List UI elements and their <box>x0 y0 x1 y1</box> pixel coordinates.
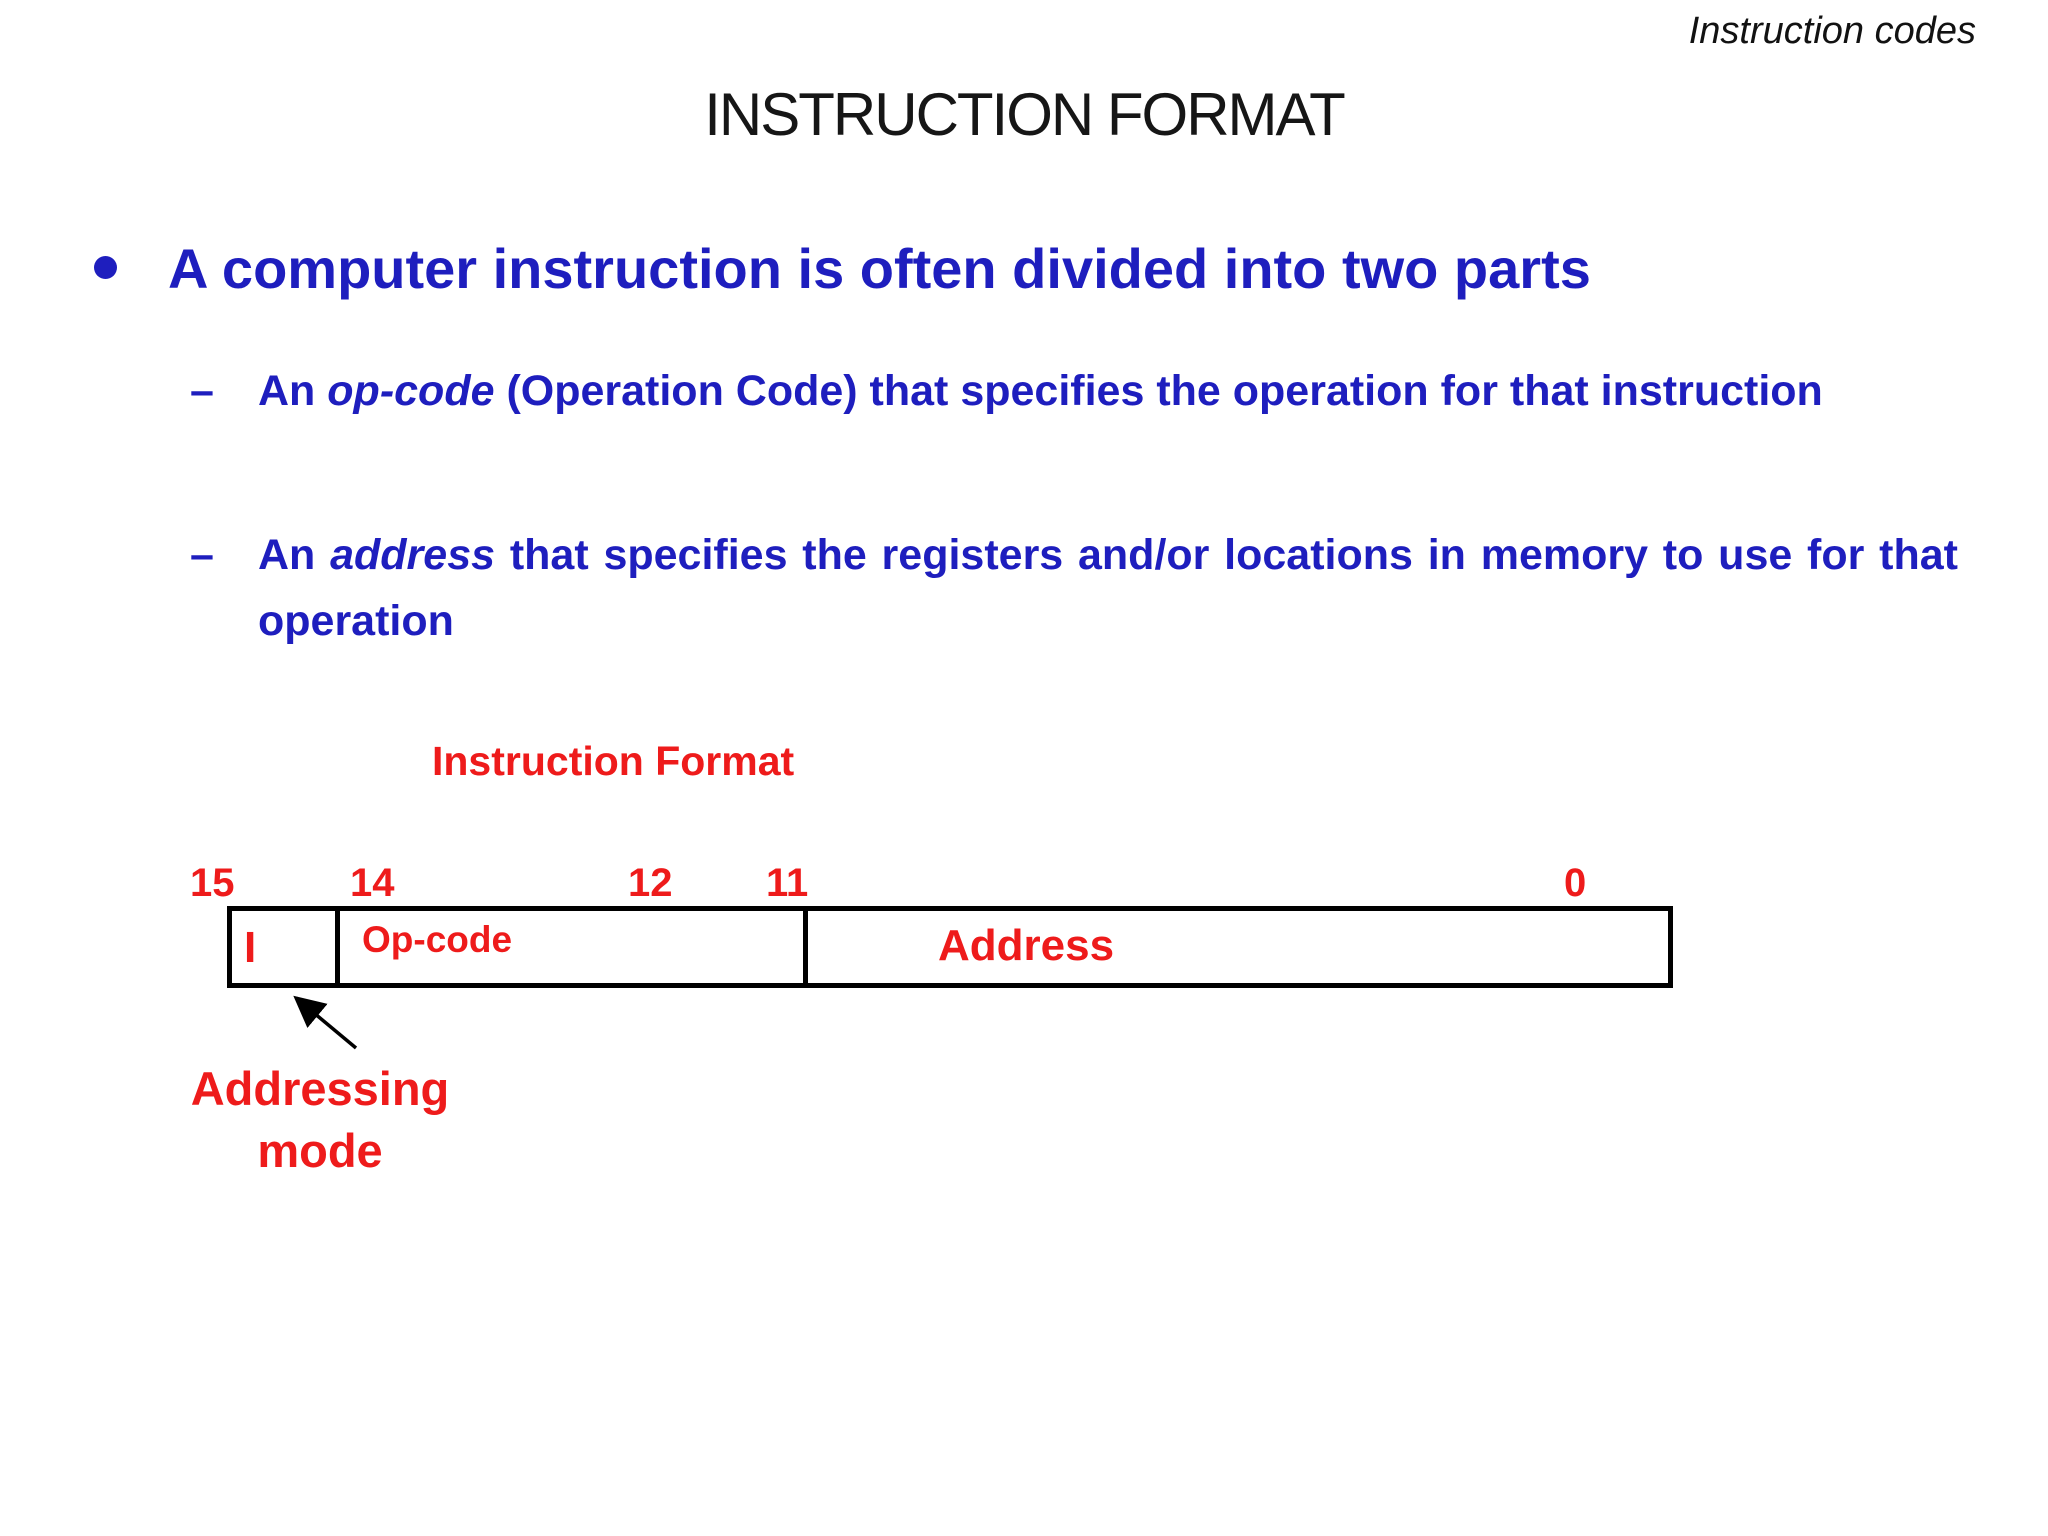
sub-bullet-address-rest: that specifies the registers and/or loca… <box>258 531 1958 645</box>
bit-label-15: 15 <box>190 861 235 905</box>
field-mode-bit-label: I <box>244 923 257 972</box>
addressing-mode-label: Addressing mode <box>190 1062 450 1177</box>
sub-bullet-address-emphasis: address <box>330 531 496 579</box>
field-opcode-label: Op-code <box>362 919 513 960</box>
addressing-mode-arrow-icon <box>293 995 358 1050</box>
dash-marker: – <box>190 367 214 415</box>
field-address: Address <box>808 911 1668 983</box>
main-bullet-text: A computer instruction is often divided … <box>168 237 1591 300</box>
header-note: Instruction codes <box>1688 10 1976 52</box>
bullet-dot-icon <box>94 256 117 279</box>
sub-bullet-address-text: An address that specifies the registers … <box>258 522 1958 654</box>
diagram-caption: Instruction Format <box>432 738 795 784</box>
field-opcode: Op-code <box>340 911 808 983</box>
bit-label-14: 14 <box>350 861 395 905</box>
sub-bullet-opcode-text: An op-code (Operation Code) that specifi… <box>258 358 1958 424</box>
sub-bullet-opcode: – An op-code (Operation Code) that speci… <box>190 358 1958 424</box>
instruction-format-box: I Op-code Address <box>227 906 1673 988</box>
field-address-label: Address <box>938 921 1115 970</box>
bit-label-11: 11 <box>766 861 809 905</box>
sub-bullet-address: – An address that specifies the register… <box>190 522 1958 654</box>
sub-bullet-opcode-emphasis: op-code <box>327 367 495 415</box>
sub-bullet-address-prefix: An <box>258 531 331 579</box>
sub-bullet-opcode-rest: (Operation Code) that specifies the oper… <box>494 367 1823 415</box>
page-title: INSTRUCTION FORMAT <box>704 81 1346 148</box>
bit-label-0: 0 <box>1564 861 1587 905</box>
sub-bullet-opcode-prefix: An <box>258 367 328 415</box>
bit-label-12: 12 <box>628 861 673 905</box>
dash-marker: – <box>190 531 214 579</box>
field-mode-bit: I <box>232 911 340 983</box>
